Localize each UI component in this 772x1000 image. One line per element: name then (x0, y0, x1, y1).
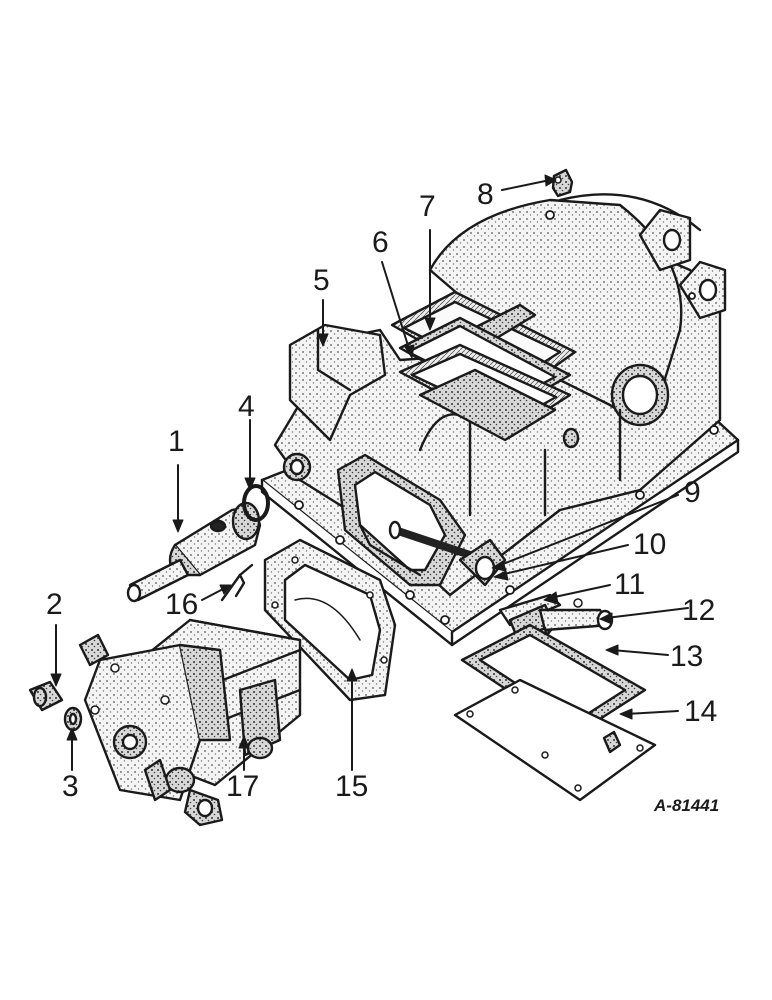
lower-cover-part-14 (453, 678, 657, 802)
o-ring-part-4 (242, 484, 270, 522)
callout-12: 12 (682, 594, 716, 627)
callout-5: 5 (313, 264, 330, 297)
callout-6: 6 (372, 226, 389, 259)
callout-13: 13 (670, 640, 704, 673)
callout-2: 2 (46, 588, 63, 621)
pin-part-16 (220, 563, 254, 602)
washer-part-3 (63, 706, 83, 732)
callout-11: 11 (614, 568, 646, 601)
callout-17: 17 (226, 770, 260, 803)
callout-9: 9 (684, 476, 701, 509)
fitting-part-2 (28, 680, 64, 712)
top-cover-assembly (390, 290, 577, 442)
callout-16: 16 (165, 588, 199, 621)
drawing-reference-number: A-81441 (654, 796, 720, 815)
callout-8: 8 (477, 178, 494, 211)
callout-1: 1 (168, 425, 185, 458)
callout-14: 14 (684, 695, 718, 728)
plug-part-8 (551, 168, 574, 198)
callout-10: 10 (633, 528, 667, 561)
callout-3: 3 (62, 770, 79, 803)
piston-part-1 (126, 501, 262, 603)
callout-7: 7 (419, 190, 436, 223)
callout-4: 4 (238, 390, 255, 423)
callout-15: 15 (335, 770, 369, 803)
valve-body-part-17 (78, 618, 302, 827)
leader-lines (55, 179, 689, 771)
gasket-part-15 (263, 538, 397, 702)
leader-arrowheads (50, 174, 633, 749)
